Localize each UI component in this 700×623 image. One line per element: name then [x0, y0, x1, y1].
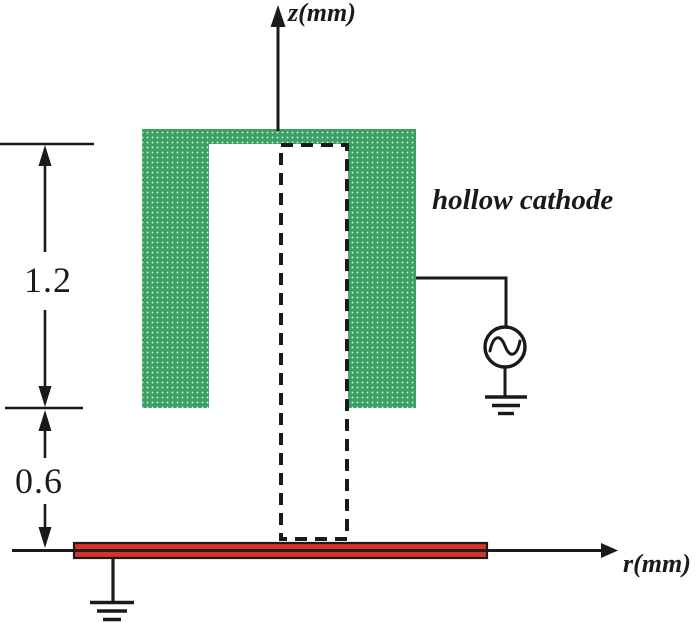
- dimension-value-gap: 0.6: [15, 461, 63, 501]
- r-axis-arrowhead: [601, 543, 618, 558]
- anode-ground-icon: [90, 600, 134, 622]
- z-axis-label: z(mm): [288, 0, 356, 27]
- dim-up-arrowhead: [38, 145, 52, 166]
- discharge-region-outline: [279, 143, 349, 541]
- dimension-value-cathode-depth: 1.2: [24, 260, 72, 300]
- source-ground-icon: [485, 395, 527, 416]
- line-art-group: [0, 5, 618, 622]
- cathode-right-leg: [348, 129, 416, 408]
- hollow-cathode-body: [142, 129, 416, 408]
- cathode-top-bar: [142, 129, 416, 144]
- cathode-left-leg: [142, 129, 209, 408]
- hollow-cathode-label: hollow cathode: [432, 184, 614, 216]
- z-axis-arrowhead: [270, 5, 286, 27]
- dim-arrow-0-6: [38, 410, 52, 548]
- r-axis-label: r(mm): [623, 549, 691, 578]
- dim-down-arrowhead: [38, 386, 52, 407]
- ac-source-icon: [483, 325, 527, 369]
- sine-wave-glyph: [488, 336, 522, 356]
- dim-up-arrowhead: [38, 410, 52, 431]
- dim-down-arrowhead: [38, 527, 52, 548]
- cathode-to-source-wire: [416, 276, 508, 327]
- dim-arrow-1-2: [38, 145, 52, 407]
